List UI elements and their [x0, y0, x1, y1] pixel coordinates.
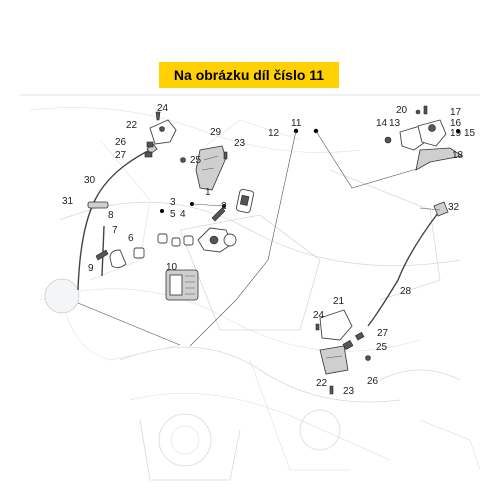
callout-labels: 24 22 26 27 25 29 23 30 31 11 12 1 2 3 5…	[62, 103, 476, 397]
washer-20	[415, 109, 421, 115]
callout-7: 7	[112, 225, 118, 236]
callout-26-top: 26	[115, 137, 127, 148]
callout-9: 9	[88, 263, 94, 274]
detail-magnifier-circle	[44, 278, 80, 314]
horn-7	[109, 249, 127, 269]
sleeve-27	[354, 331, 365, 341]
screw-23	[329, 385, 334, 395]
callout-27-bottom: 27	[377, 328, 389, 339]
bracket-6	[133, 247, 145, 259]
callout-16: 16	[450, 118, 462, 129]
callout-11: 11	[291, 118, 302, 129]
callout-31: 31	[62, 196, 74, 207]
reservoir-cap	[428, 124, 436, 132]
callout-30: 30	[84, 175, 96, 186]
callout-1: 1	[205, 187, 211, 198]
master-cylinder-16	[417, 119, 447, 147]
cover-29-detail	[201, 155, 219, 171]
bushing-26	[342, 339, 354, 351]
leader-11b	[315, 130, 421, 189]
nut-14	[384, 136, 392, 144]
control-unit-10-fins	[185, 275, 195, 295]
fitting-32	[433, 201, 449, 217]
switch-12-button	[239, 194, 250, 206]
callout-25-bottom: 25	[376, 342, 388, 353]
callout-24-bottom: 24	[313, 310, 325, 321]
screw-25	[180, 157, 186, 163]
callout-22-bottom: 22	[316, 378, 328, 389]
callout-21: 21	[333, 296, 345, 307]
callout-18: 18	[452, 150, 464, 161]
cable-28	[367, 212, 439, 327]
callout-5: 5	[170, 209, 176, 220]
callout-12: 12	[268, 128, 280, 139]
screw-24	[155, 111, 161, 121]
leader-1	[191, 203, 225, 207]
callout-24-top: 24	[157, 103, 169, 114]
callout-4: 4	[180, 209, 186, 220]
callout-2: 2	[221, 201, 227, 212]
callout-22-top: 22	[126, 120, 138, 131]
callout-23-bottom: 23	[343, 386, 355, 397]
callout-26-bottom: 26	[367, 376, 379, 387]
control-unit-10-panel	[169, 274, 183, 296]
callout-32: 32	[448, 202, 460, 213]
sleeve-27	[144, 151, 153, 158]
screw-24	[315, 323, 320, 331]
dot-3	[160, 209, 164, 213]
key	[211, 207, 226, 222]
callout-13: 13	[389, 118, 401, 129]
callout-8: 8	[108, 210, 114, 221]
dot-15	[456, 129, 460, 133]
callout-28: 28	[400, 286, 412, 297]
actuator-22	[149, 119, 177, 145]
connector-4	[183, 235, 194, 246]
connector-5	[171, 237, 181, 247]
callout-20: 20	[396, 105, 408, 116]
lever-22-detail	[325, 355, 343, 359]
part-number-banner: Na obrázku díl číslo 11	[159, 62, 339, 88]
rod-8	[101, 225, 105, 277]
callout-3: 3	[170, 197, 176, 208]
screw-17	[423, 105, 428, 115]
lever-22	[319, 345, 349, 375]
callout-15: 15	[464, 128, 476, 139]
callout-25-top: 25	[190, 155, 202, 166]
scooter-frame-ghost	[20, 94, 481, 481]
connector-3	[157, 233, 168, 244]
leader-11a	[189, 130, 297, 347]
callout-17: 17	[450, 107, 462, 118]
cable-30	[77, 149, 151, 291]
callout-14: 14	[376, 118, 388, 129]
screw-25	[365, 355, 371, 361]
magnifier-leader	[77, 302, 181, 346]
callout-29: 29	[210, 127, 222, 138]
lever-18	[415, 147, 464, 171]
screw-23	[223, 151, 228, 160]
callout-10: 10	[166, 262, 178, 273]
lever-21	[319, 309, 353, 341]
lock-ring	[223, 233, 237, 247]
callout-6: 6	[128, 233, 134, 244]
callout-19: 19	[450, 128, 462, 139]
callout-23-top: 23	[234, 138, 246, 149]
clip-9	[95, 249, 109, 261]
cable-clamp-31	[87, 201, 109, 209]
ignition-lock-cylinder	[209, 235, 219, 245]
cover-29	[195, 145, 227, 191]
callout-27-top: 27	[115, 150, 127, 161]
bushing-26	[146, 141, 154, 148]
fitting-32-ring	[419, 207, 441, 211]
actuator-bolt	[159, 126, 165, 132]
